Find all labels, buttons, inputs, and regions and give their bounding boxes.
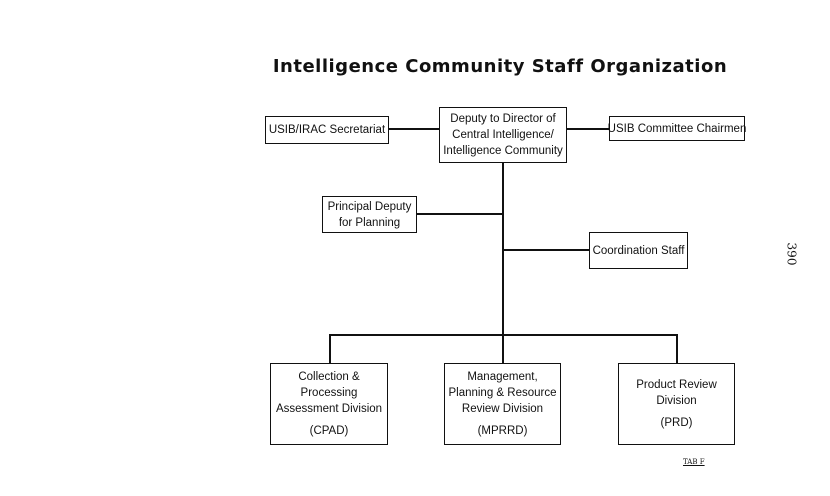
- connector-divisions-bar: [329, 334, 677, 336]
- box-abbreviation: (CPAD): [309, 425, 349, 437]
- box-abbreviation: (MPRRD): [477, 425, 528, 437]
- box-label: Assessment Division: [275, 403, 383, 415]
- connector-usib-irac: [388, 128, 440, 130]
- deputy-director-box: Deputy to Director of Central Intelligen…: [439, 107, 567, 163]
- principal-deputy-box: Principal Deputy for Planning: [322, 196, 417, 233]
- connector-main-trunk: [502, 162, 504, 363]
- connector-cpad: [329, 334, 331, 364]
- box-label: Planning & Resource: [448, 387, 557, 399]
- box-label: Coordination Staff: [592, 244, 685, 257]
- prd-box: Product Review Division (PRD): [618, 363, 735, 445]
- mprrd-box: Management, Planning & Resource Review D…: [444, 363, 561, 445]
- box-label: Management,: [467, 371, 538, 383]
- box-label: Product Review: [636, 379, 717, 391]
- connector-prd: [676, 334, 678, 364]
- tab-label: TAB F: [683, 458, 705, 466]
- page-number: 390: [784, 242, 799, 266]
- box-label: Principal Deputy: [327, 200, 412, 213]
- diagram-title: Intelligence Community Staff Organizatio…: [272, 56, 728, 77]
- usib-committee-chairmen-box: USIB Committee Chairmen: [607, 116, 747, 141]
- box-label: Deputy to Director of: [450, 113, 556, 125]
- box-label: Central Intelligence/: [452, 129, 554, 141]
- box-label: for Planning: [338, 216, 401, 229]
- box-label: USIB/IRAC Secretariat: [268, 124, 386, 136]
- box-label: Review Division: [461, 403, 544, 415]
- connector-coordination: [502, 249, 590, 251]
- box-label: Processing: [300, 387, 358, 399]
- connector-usib-committee: [566, 128, 610, 130]
- connector-principal-deputy: [416, 213, 503, 215]
- box-label: USIB Committee Chairmen: [607, 122, 747, 135]
- box-abbreviation: (PRD): [660, 417, 693, 429]
- usib-irac-secretariat-box: USIB/IRAC Secretariat: [265, 116, 389, 144]
- cpad-box: Collection & Processing Assessment Divis…: [270, 363, 388, 445]
- box-label: Division: [656, 395, 697, 407]
- box-label: Intelligence Community: [443, 145, 563, 157]
- box-label: Collection &: [298, 371, 360, 383]
- coordination-staff-box: Coordination Staff: [589, 232, 688, 269]
